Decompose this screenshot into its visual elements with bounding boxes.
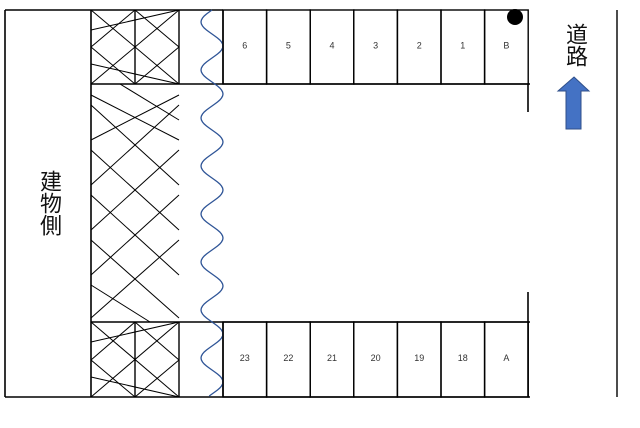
- parking-slot-label: 22: [283, 353, 293, 363]
- parking-slot-label: 1: [460, 40, 465, 50]
- parking-row-bottom: 23 22 21 20 19 18 A: [222, 321, 529, 398]
- parking-slot: 2: [396, 9, 442, 85]
- building-side-label: 建物側: [36, 170, 62, 236]
- building-area: 建物側: [36, 170, 62, 236]
- parking-slot: A: [483, 321, 529, 398]
- marker-dot-icon: [507, 9, 523, 25]
- wavy-boundary-line: [200, 9, 224, 397]
- parking-slot: 23: [222, 321, 268, 398]
- parking-slot-outline: [483, 321, 529, 398]
- parking-slot-label: 5: [286, 40, 291, 50]
- parking-slot-label: 20: [371, 353, 381, 363]
- parking-slot-label: 4: [329, 40, 334, 50]
- parking-slot-label: 3: [373, 40, 378, 50]
- parking-row-top: 6 5 4 3 2 1 B: [222, 9, 529, 85]
- parking-slot: 20: [353, 321, 399, 398]
- road-label: 道路: [562, 23, 588, 67]
- parking-slot: 6: [222, 9, 268, 85]
- parking-slot: 4: [309, 9, 355, 85]
- parking-slot-outline: [483, 9, 529, 85]
- parking-slot: 1: [440, 9, 486, 85]
- parking-slot: 22: [265, 321, 311, 398]
- parking-slot: 3: [353, 9, 399, 85]
- parking-slot-label: 2: [417, 40, 422, 50]
- parking-slot-label: A: [503, 353, 509, 363]
- parking-slot-label: 6: [242, 40, 247, 50]
- parking-slot: 18: [440, 321, 486, 398]
- hatched-boxes-top: [90, 9, 180, 85]
- parking-slot-label: 19: [414, 353, 424, 363]
- parking-slot-label: 18: [458, 353, 468, 363]
- parking-slot-label: 21: [327, 353, 337, 363]
- parking-slot: 21: [309, 321, 355, 398]
- parking-slot: B: [483, 9, 529, 85]
- parking-slot: 19: [396, 321, 442, 398]
- parking-slot-label: B: [503, 40, 509, 50]
- hatched-boxes-bottom: [90, 321, 180, 398]
- hatched-area-middle: [90, 83, 180, 323]
- parking-slot: 5: [265, 9, 311, 85]
- up-arrow-icon: [556, 76, 591, 130]
- outer-frame: [4, 9, 530, 398]
- parking-slot-label: 23: [240, 353, 250, 363]
